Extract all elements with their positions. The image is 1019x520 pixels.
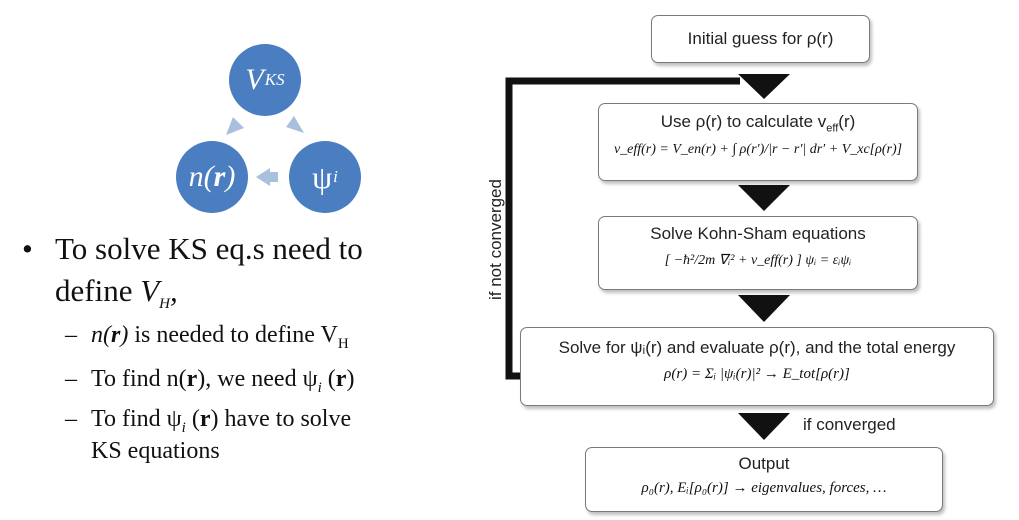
density-equation: ρ(r) = Σᵢ |ψᵢ(r)|² → E_tot[ρ(r)] — [664, 366, 850, 382]
solve-psi-head: Solve for ψᵢ(r) and evaluate ρ(r), and t… — [558, 338, 956, 357]
converged-label: if converged — [803, 415, 896, 434]
node-n-r-main: n( — [188, 160, 214, 193]
sub-item-3-text: To find ψi (r) have to solve — [91, 404, 351, 443]
output-box: Output ρ₀(r), Eᵢ[ρ₀(r)] → eigenvalues, f… — [585, 447, 943, 512]
calc-veff-head-end: (r) — [838, 112, 856, 131]
sub-item-2-f: r — [335, 366, 347, 392]
sub-item-2-dash: – — [65, 366, 77, 392]
calc-veff-box: Use ρ(r) to calculate veff(r) v_eff(r) =… — [598, 103, 918, 181]
sub-item-2-b: r — [186, 366, 198, 392]
arrow-2 — [738, 185, 790, 211]
sub-item-3-line-2: KS equations — [91, 438, 220, 464]
output-equation: ρ₀(r), Eᵢ[ρ₀(r)] → eigenvalues, forces, … — [641, 480, 887, 496]
sub-item-3-e: ) have to solve — [210, 406, 352, 432]
cycle-arrow-psi-to-nr — [256, 168, 270, 186]
kohn-sham-equation: [ −ħ²/2m ∇ᵢ² + v_eff(r) ] ψᵢ = εᵢψᵢ — [664, 253, 852, 268]
node-n-r: n(r) — [176, 141, 248, 213]
bullet-line-2-sub: H — [159, 296, 170, 313]
cycle-arrow-psi-to-nr-shaft — [270, 172, 278, 182]
sub-item-1-a: n( — [91, 322, 111, 348]
node-n-r-end: ) — [225, 160, 236, 193]
veff-equation: v_eff(r) = V_en(r) + ∫ ρ(r′)/|r − r′| dr… — [613, 142, 903, 158]
arrow-4 — [738, 413, 790, 440]
node-v-ks-main: V — [245, 63, 264, 96]
bullet-line-2: define VH, — [55, 270, 178, 325]
node-v-ks-sub: KS — [264, 70, 285, 89]
output-head: Output — [738, 454, 790, 473]
bullet-marker: • — [22, 231, 33, 266]
sub-item-2-e: ( — [321, 366, 336, 392]
sub-item-2-a: To find n( — [91, 366, 187, 392]
calc-veff-head-sub: eff — [826, 122, 839, 135]
node-n-r-bold: r — [213, 160, 226, 193]
arrow-1 — [738, 74, 790, 99]
kohn-sham-box: Solve Kohn-Sham equations [ −ħ²/2m ∇ᵢ² +… — [598, 216, 918, 290]
sub-item-2-d: i — [317, 379, 322, 396]
sub-item-3-b: i — [181, 419, 186, 436]
node-psi-sub: i — [333, 167, 338, 186]
sub-item-2-text: To find n(r), we need ψi (r) — [91, 364, 354, 403]
sub-item-3-a: To find ψ — [91, 406, 182, 432]
sub-item-3-dash: – — [65, 406, 77, 432]
calc-veff-head-main: Use ρ(r) to calculate v — [660, 112, 827, 131]
sub-item-1-e: H — [337, 335, 349, 352]
loop-label: if not converged — [486, 179, 505, 300]
node-psi-main: ψ — [312, 158, 333, 195]
loop-line — [505, 77, 740, 380]
sub-item-1-dash: – — [65, 322, 77, 348]
calc-veff-head: Use ρ(r) to calculate veff(r) — [599, 112, 917, 134]
arrow-3 — [738, 295, 790, 322]
solve-psi-box: Solve for ψᵢ(r) and evaluate ρ(r), and t… — [520, 327, 994, 406]
sub-item-1-text: n(r) is needed to define VH — [91, 320, 349, 359]
sub-item-2-g: ) — [346, 366, 355, 392]
initial-guess-text: Initial guess for ρ(r) — [687, 29, 834, 48]
sub-item-1-b: r — [111, 322, 121, 348]
bullet-line-1: To solve KS eq.s need to — [55, 231, 363, 266]
bullet-line-2-prefix: define — [55, 273, 141, 308]
sub-item-3-c: ( — [185, 406, 200, 432]
sub-item-1-d: is needed to define V — [128, 322, 338, 348]
cycle-arrow-nr-to-vks — [226, 117, 244, 135]
cycle-arrow-vks-to-psi — [286, 116, 304, 133]
kohn-sham-head: Solve Kohn-Sham equations — [650, 224, 866, 243]
bullet-line-2-var: V — [140, 273, 160, 308]
sub-item-1-c: ) — [120, 322, 129, 348]
sub-item-2-c: ), we need ψ — [197, 366, 318, 392]
initial-guess-box: Initial guess for ρ(r) — [651, 15, 870, 63]
bullet-line-2-suffix: , — [170, 273, 178, 308]
sub-item-3-d: r — [199, 406, 211, 432]
